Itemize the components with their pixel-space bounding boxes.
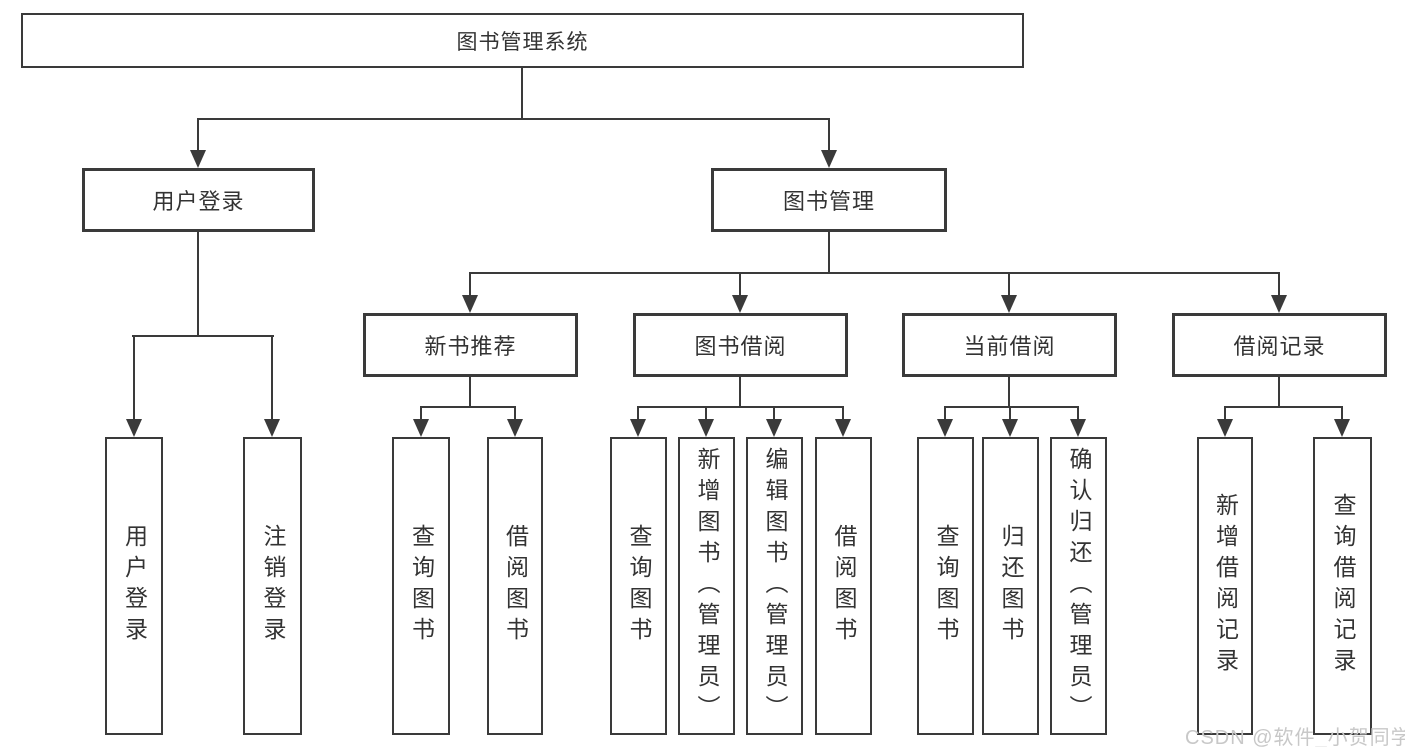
connector-line [1278, 377, 1280, 408]
node-leaf-query-books-2: 查询图书 [610, 437, 667, 735]
arrowhead-icon [937, 419, 953, 437]
node-label: 借阅图书 [502, 524, 529, 648]
connector-line [420, 406, 422, 421]
connector-line [1341, 406, 1343, 421]
connector-line [637, 406, 844, 408]
node-label: 查询图书 [626, 524, 652, 648]
node-label: 注销登录 [260, 524, 286, 648]
connector-line [132, 335, 274, 337]
connector-line [1278, 272, 1280, 297]
node-label: 借阅图书 [831, 524, 857, 648]
connector-line [944, 406, 946, 421]
node-leaf-add-books-admin: 新增图书（管理员） [678, 437, 735, 735]
node-label: 查询图书 [933, 524, 959, 648]
node-user-login: 用户登录 [82, 168, 315, 232]
node-leaf-user-login: 用户登录 [105, 437, 163, 735]
node-book-borrowing: 图书借阅 [633, 313, 848, 377]
watermark: CSDN @软件_小贺同学 [1185, 727, 1405, 747]
connector-line [514, 406, 516, 421]
connector-line [420, 406, 516, 408]
arrowhead-icon [732, 295, 748, 313]
connector-line [739, 377, 741, 408]
connector-line [1008, 377, 1010, 408]
connector-line [271, 335, 273, 421]
arrowhead-icon [835, 419, 851, 437]
arrowhead-icon [462, 295, 478, 313]
node-leaf-confirm-return-admin: 确认归还（管理员） [1050, 437, 1107, 735]
node-label: 用户登录 [152, 189, 245, 214]
connector-line [197, 232, 199, 336]
arrowhead-icon [507, 419, 523, 437]
connector-line [469, 272, 1280, 274]
arrowhead-icon [821, 150, 837, 168]
arrowhead-icon [766, 419, 782, 437]
node-label: 新书推荐 [424, 334, 517, 359]
node-label: 新增借阅记录 [1212, 493, 1239, 679]
connector-line [1009, 406, 1011, 421]
connector-line [1008, 272, 1010, 297]
arrowhead-icon [1002, 419, 1018, 437]
connector-line [1224, 406, 1343, 408]
node-borrowing-records: 借阅记录 [1172, 313, 1387, 377]
arrowhead-icon [698, 419, 714, 437]
node-leaf-query-books-1: 查询图书 [392, 437, 450, 735]
connector-line [828, 232, 830, 274]
connector-line [842, 406, 844, 421]
connector-line [521, 68, 523, 119]
connector-line [469, 272, 471, 297]
connector-line [469, 377, 471, 408]
arrowhead-icon [630, 419, 646, 437]
connector-line [637, 406, 639, 421]
arrowhead-icon [1217, 419, 1233, 437]
connector-line [944, 406, 1079, 408]
arrowhead-icon [1070, 419, 1086, 437]
node-new-book-recommend: 新书推荐 [363, 313, 578, 377]
node-current-borrowing: 当前借阅 [902, 313, 1117, 377]
node-leaf-edit-books-admin: 编辑图书（管理员） [746, 437, 803, 735]
connector-line [828, 118, 830, 152]
connector-line [1224, 406, 1226, 421]
node-leaf-add-borrow-record: 新增借阅记录 [1197, 437, 1253, 735]
arrowhead-icon [1001, 295, 1017, 313]
node-book-management: 图书管理 [711, 168, 947, 232]
node-leaf-borrow-books-1: 借阅图书 [487, 437, 543, 735]
connector-line [773, 406, 775, 421]
node-label: 图书管理 [782, 189, 875, 214]
node-label: 编辑图书（管理员） [762, 446, 788, 726]
connector-line [197, 118, 199, 152]
node-label: 归还图书 [998, 524, 1024, 648]
arrowhead-icon [1334, 419, 1350, 437]
arrowhead-icon [126, 419, 142, 437]
node-label: 确认归还（管理员） [1066, 446, 1092, 726]
node-label: 当前借阅 [963, 334, 1056, 359]
node-leaf-query-borrow-record: 查询借阅记录 [1313, 437, 1372, 735]
node-label: 查询借阅记录 [1330, 493, 1356, 679]
node-leaf-borrow-books-2: 借阅图书 [815, 437, 872, 735]
connector-line [197, 118, 830, 120]
connector-line [1077, 406, 1079, 421]
connector-line [739, 272, 741, 297]
arrowhead-icon [413, 419, 429, 437]
node-label: 新增图书（管理员） [694, 446, 720, 726]
arrowhead-icon [264, 419, 280, 437]
node-label: 查询图书 [408, 524, 435, 648]
node-label: 图书管理系统 [456, 30, 589, 54]
arrowhead-icon [190, 150, 206, 168]
node-leaf-logout: 注销登录 [243, 437, 302, 735]
node-leaf-query-books-3: 查询图书 [917, 437, 974, 735]
node-label: 图书借阅 [694, 334, 787, 359]
node-label: 借阅记录 [1233, 334, 1326, 359]
connector-line [133, 335, 135, 421]
node-leaf-return-books: 归还图书 [982, 437, 1039, 735]
node-label: 用户登录 [121, 524, 148, 648]
node-library-system: 图书管理系统 [21, 13, 1024, 68]
connector-line [705, 406, 707, 421]
arrowhead-icon [1271, 295, 1287, 313]
